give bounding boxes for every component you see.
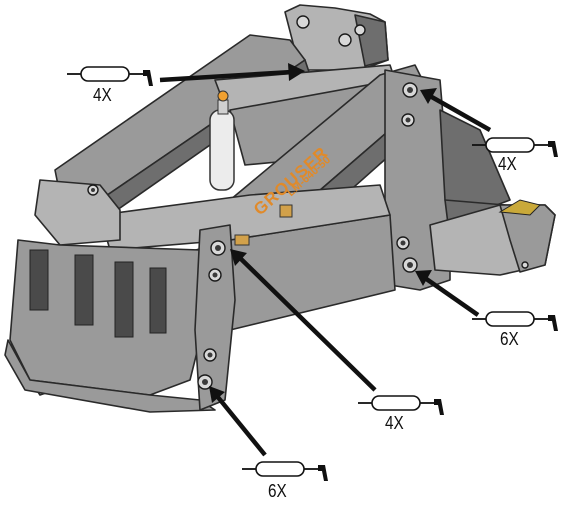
grease-gun-icon [472,137,558,157]
grease-gun-icon [358,395,444,415]
pivot-bolts [87,82,418,390]
rear-pin-2 [338,33,352,47]
left-front-plate [194,224,236,411]
hitch-bracket-front [499,204,556,273]
grease-gun-icon [67,66,153,86]
callout-quantity-bottom-left: 6X [268,481,287,501]
callout-quantity-bottom-center: 4X [385,413,404,433]
center-fittings [234,204,293,246]
rear-pin-1 [296,15,310,29]
hitch-pin [521,261,529,269]
grease-gun-icon [242,461,328,481]
shank-slots [29,249,167,338]
callout-quantity-top-right: 4X [498,154,517,174]
shank-holder-top [34,179,121,246]
base-lower-front [4,339,216,413]
callout-arrows [159,63,492,457]
hydraulic-cylinder [209,90,235,191]
rear-pin-3 [354,24,366,36]
callout-quantity-top-center: 4X [93,85,112,105]
callout-quantity-right-middle: 6X [500,329,519,349]
lynch-pin [498,199,541,216]
grease-gun-icon [472,311,558,331]
